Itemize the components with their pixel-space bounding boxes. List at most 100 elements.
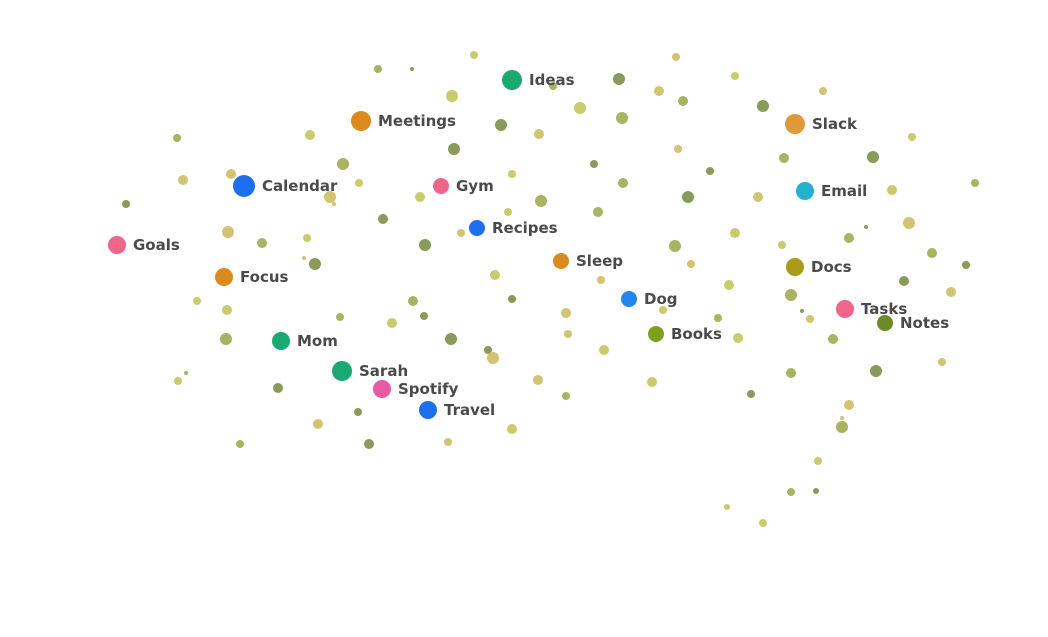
background-dot: [337, 158, 349, 170]
background-dot: [561, 308, 571, 318]
background-dot: [387, 318, 397, 328]
node-circle[interactable]: [786, 258, 804, 276]
background-dot: [419, 239, 431, 251]
background-dot: [507, 424, 517, 434]
node-circle[interactable]: [351, 111, 371, 131]
background-dot: [674, 145, 682, 153]
background-dot: [908, 133, 916, 141]
node-books[interactable]: Books: [648, 325, 722, 343]
node-notes[interactable]: Notes: [877, 314, 949, 332]
background-dot: [946, 287, 956, 297]
node-circle[interactable]: [502, 70, 522, 90]
background-dot: [122, 200, 130, 208]
background-dot: [508, 295, 516, 303]
node-circle[interactable]: [373, 380, 391, 398]
background-dot: [305, 130, 315, 140]
background-dot: [257, 238, 267, 248]
node-circle[interactable]: [836, 300, 854, 318]
background-dot: [753, 192, 763, 202]
node-circle[interactable]: [215, 268, 233, 286]
node-label: Goals: [133, 236, 180, 254]
background-dot: [870, 365, 882, 377]
node-label: Notes: [900, 314, 949, 332]
background-dot: [779, 153, 789, 163]
node-label: Slack: [812, 115, 858, 133]
node-label: Email: [821, 182, 867, 200]
node-recipes[interactable]: Recipes: [469, 219, 558, 237]
node-circle[interactable]: [877, 315, 893, 331]
background-dot: [618, 178, 628, 188]
node-circle[interactable]: [796, 182, 814, 200]
node-ideas[interactable]: Ideas: [502, 70, 575, 90]
background-dot: [813, 488, 819, 494]
node-circle[interactable]: [108, 236, 126, 254]
node-slack[interactable]: Slack: [785, 114, 858, 134]
node-circle[interactable]: [469, 220, 485, 236]
node-circle[interactable]: [648, 326, 664, 342]
background-dot: [490, 270, 500, 280]
background-dot: [178, 175, 188, 185]
background-dot: [786, 368, 796, 378]
background-dot: [549, 82, 557, 90]
background-dot: [590, 160, 598, 168]
node-label: Ideas: [529, 71, 575, 89]
node-circle[interactable]: [433, 178, 449, 194]
node-label: Mom: [297, 332, 338, 350]
node-circle[interactable]: [419, 401, 437, 419]
node-label: Calendar: [262, 177, 338, 195]
background-dot: [574, 102, 586, 114]
node-label: Spotify: [398, 380, 459, 398]
node-circle[interactable]: [272, 332, 290, 350]
node-gym[interactable]: Gym: [433, 177, 494, 195]
node-sarah[interactable]: Sarah: [332, 361, 408, 381]
node-dog[interactable]: Dog: [621, 290, 678, 308]
node-circle[interactable]: [621, 291, 637, 307]
background-dot: [303, 234, 311, 242]
node-travel[interactable]: Travel: [419, 401, 495, 419]
node-circle[interactable]: [332, 361, 352, 381]
background-dot: [682, 191, 694, 203]
background-dot: [938, 358, 946, 366]
node-sleep[interactable]: Sleep: [553, 252, 623, 270]
background-dot: [593, 207, 603, 217]
background-dot: [504, 208, 512, 216]
background-dot: [457, 229, 465, 237]
node-email[interactable]: Email: [796, 182, 867, 200]
background-dot: [226, 169, 236, 179]
background-dot: [840, 416, 844, 420]
background-dot: [332, 202, 336, 206]
node-calendar[interactable]: Calendar: [233, 175, 338, 197]
background-dot: [446, 90, 458, 102]
background-dot: [819, 87, 827, 95]
node-circle[interactable]: [785, 114, 805, 134]
node-docs[interactable]: Docs: [786, 258, 852, 276]
background-dot: [374, 65, 382, 73]
node-circle[interactable]: [233, 175, 255, 197]
node-mom[interactable]: Mom: [272, 332, 338, 350]
background-dot: [806, 315, 814, 323]
background-dot: [220, 333, 232, 345]
background-dot: [410, 67, 414, 71]
background-dot: [173, 134, 181, 142]
node-circle[interactable]: [553, 253, 569, 269]
node-focus[interactable]: Focus: [215, 268, 289, 286]
node-label: Tasks: [861, 300, 907, 318]
node-meetings[interactable]: Meetings: [351, 111, 456, 131]
background-dot: [302, 256, 306, 260]
background-dot: [445, 333, 457, 345]
background-dot: [364, 439, 374, 449]
background-dot: [355, 179, 363, 187]
background-dot: [927, 248, 937, 258]
node-tasks[interactable]: Tasks: [836, 300, 907, 318]
background-dot: [484, 346, 492, 354]
node-spotify[interactable]: Spotify: [373, 380, 459, 398]
background-dot: [408, 296, 418, 306]
node-goals[interactable]: Goals: [108, 236, 180, 254]
background-dot: [757, 100, 769, 112]
background-dot: [759, 519, 767, 527]
node-label: Focus: [240, 268, 289, 286]
background-dot: [669, 240, 681, 252]
background-dot: [731, 72, 739, 80]
